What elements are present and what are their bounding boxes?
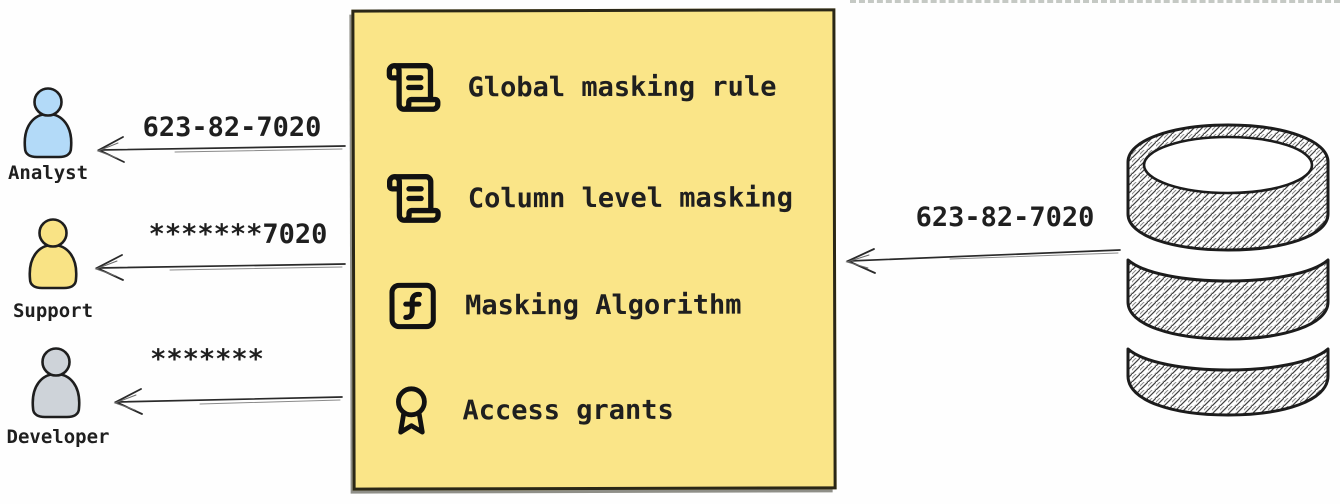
- database-icon: [1126, 123, 1330, 417]
- developer-person-icon: [31, 347, 81, 419]
- rule-label: Global masking rule: [467, 71, 777, 103]
- masking-rules-panel: Global masking rule Column level masking: [351, 8, 837, 491]
- scroll-icon: [384, 58, 442, 116]
- award-icon: [385, 378, 437, 442]
- rule-label: Column level masking: [467, 181, 794, 214]
- analyst-label: Analyst: [7, 162, 89, 184]
- support-person-icon: [28, 218, 78, 290]
- dashed-border-line: [850, 0, 1340, 3]
- arrow-from-database: [845, 248, 1121, 274]
- analyst-value-label: 623-82-7020: [142, 112, 322, 143]
- support-label: Support: [12, 300, 94, 322]
- support-value-label: *******7020: [148, 219, 328, 250]
- developer-label: Developer: [6, 426, 110, 448]
- scroll-icon: [385, 169, 443, 227]
- rule-label: Masking Algorithm: [465, 289, 742, 321]
- rule-label: Access grants: [462, 394, 674, 426]
- arrow-to-developer: [113, 388, 343, 415]
- rule-row-global-masking: Global masking rule: [384, 55, 776, 120]
- arrow-to-support: [94, 254, 346, 281]
- database-value-label: 623-82-7020: [915, 202, 1095, 233]
- developer-value-label: *******: [150, 344, 264, 375]
- rule-row-column-masking: Column level masking: [385, 165, 793, 230]
- arrow-to-analyst: [96, 136, 346, 163]
- rule-row-masking-algorithm: Masking Algorithm: [385, 273, 742, 338]
- function-square-icon: [385, 278, 440, 333]
- analyst-person-icon: [23, 87, 73, 159]
- rule-row-access-grants: Access grants: [385, 378, 674, 443]
